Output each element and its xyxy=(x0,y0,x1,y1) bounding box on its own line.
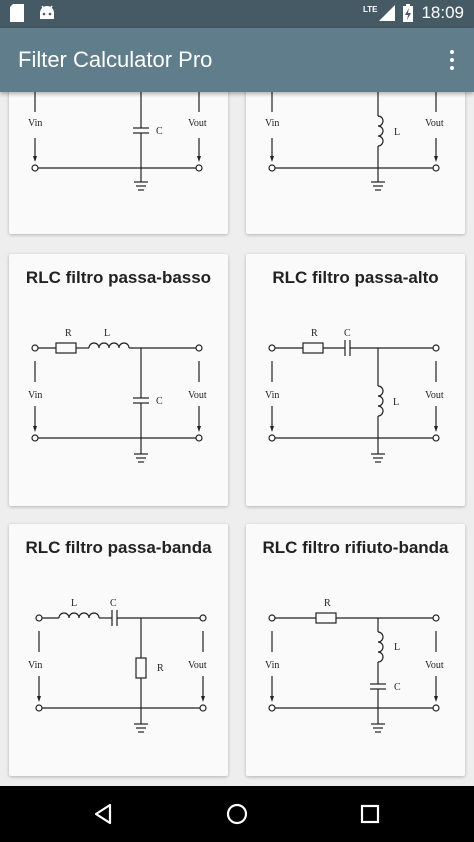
vout-label: Vout xyxy=(425,390,444,401)
back-icon[interactable] xyxy=(90,800,118,828)
vout-label: Vout xyxy=(188,660,207,671)
card-title: RLC filtro passa-alto xyxy=(272,268,439,287)
signal-icon xyxy=(379,5,396,21)
filter-card-rlc-high-pass[interactable]: RLC filtro passa-alto xyxy=(246,254,465,506)
card-title: RLC filtro rifiuto-banda xyxy=(262,538,449,557)
filter-card-rlc-band-pass[interactable]: RLC filtro passa-banda xyxy=(9,524,228,776)
capacitor-label: C xyxy=(156,396,163,407)
capacitor-label: C xyxy=(110,598,117,609)
vin-label: Vin xyxy=(28,390,42,401)
vout-label: Vout xyxy=(425,660,444,671)
more-vert-icon[interactable] xyxy=(444,48,460,72)
circuit-diagram: Vin Vout C xyxy=(28,92,207,191)
app-title: Filter Calculator Pro xyxy=(18,47,213,72)
inductor-label: L xyxy=(394,642,400,653)
vin-label: Vin xyxy=(28,660,42,671)
network-type: LTE xyxy=(362,4,378,14)
filter-card-rlc-low-pass[interactable]: RLC filtro passa-basso xyxy=(9,254,228,506)
capacitor-label: C xyxy=(344,328,351,339)
filter-card-rc-low-pass[interactable]: Vin Vout C xyxy=(9,92,228,234)
filter-card-rlc-band-stop[interactable]: RLC filtro rifiuto-banda xyxy=(246,524,465,776)
circuit-diagram: R L C Vin Vout xyxy=(28,328,207,463)
circuit-diagram: R L C Vin Vout xyxy=(265,598,444,733)
circuit-diagram: Vin Vout L xyxy=(265,92,444,191)
battery-charging-icon xyxy=(403,4,414,22)
vin-label: Vin xyxy=(265,118,279,129)
card-title: RLC filtro passa-banda xyxy=(25,538,212,557)
app-bar: Filter Calculator Pro xyxy=(0,28,474,92)
navigation-bar xyxy=(0,786,474,842)
android-debug-icon xyxy=(40,5,54,19)
filter-grid[interactable]: Vin Vout C Vin xyxy=(0,92,474,786)
vin-label: Vin xyxy=(265,660,279,671)
filter-card-rl-high-pass[interactable]: Vin Vout L xyxy=(246,92,465,234)
vin-label: Vin xyxy=(265,390,279,401)
inductor-label: L xyxy=(104,328,110,339)
vin-label: Vin xyxy=(28,118,42,129)
resistor-label: R xyxy=(311,328,318,339)
circuit-diagram: L C R Vin Vout xyxy=(28,598,207,733)
vout-label: Vout xyxy=(188,118,207,129)
circuit-diagram: R C L Vin Vout xyxy=(265,328,444,463)
resistor-label: R xyxy=(65,328,72,339)
vout-label: Vout xyxy=(425,118,444,129)
vout-label: Vout xyxy=(188,390,207,401)
capacitor-label: C xyxy=(156,126,163,137)
inductor-label: L xyxy=(393,397,399,408)
resistor-label: R xyxy=(157,663,164,674)
inductor-label: L xyxy=(394,127,400,138)
sd-card-icon xyxy=(10,4,24,22)
status-bar: LTE 18:09 xyxy=(0,0,474,28)
clock: 18:09 xyxy=(421,3,464,22)
capacitor-label: C xyxy=(394,682,401,693)
resistor-label: R xyxy=(324,598,331,609)
card-title: RLC filtro passa-basso xyxy=(25,268,212,287)
home-icon[interactable] xyxy=(223,800,251,828)
recents-icon[interactable] xyxy=(356,800,384,828)
inductor-label: L xyxy=(71,598,77,609)
